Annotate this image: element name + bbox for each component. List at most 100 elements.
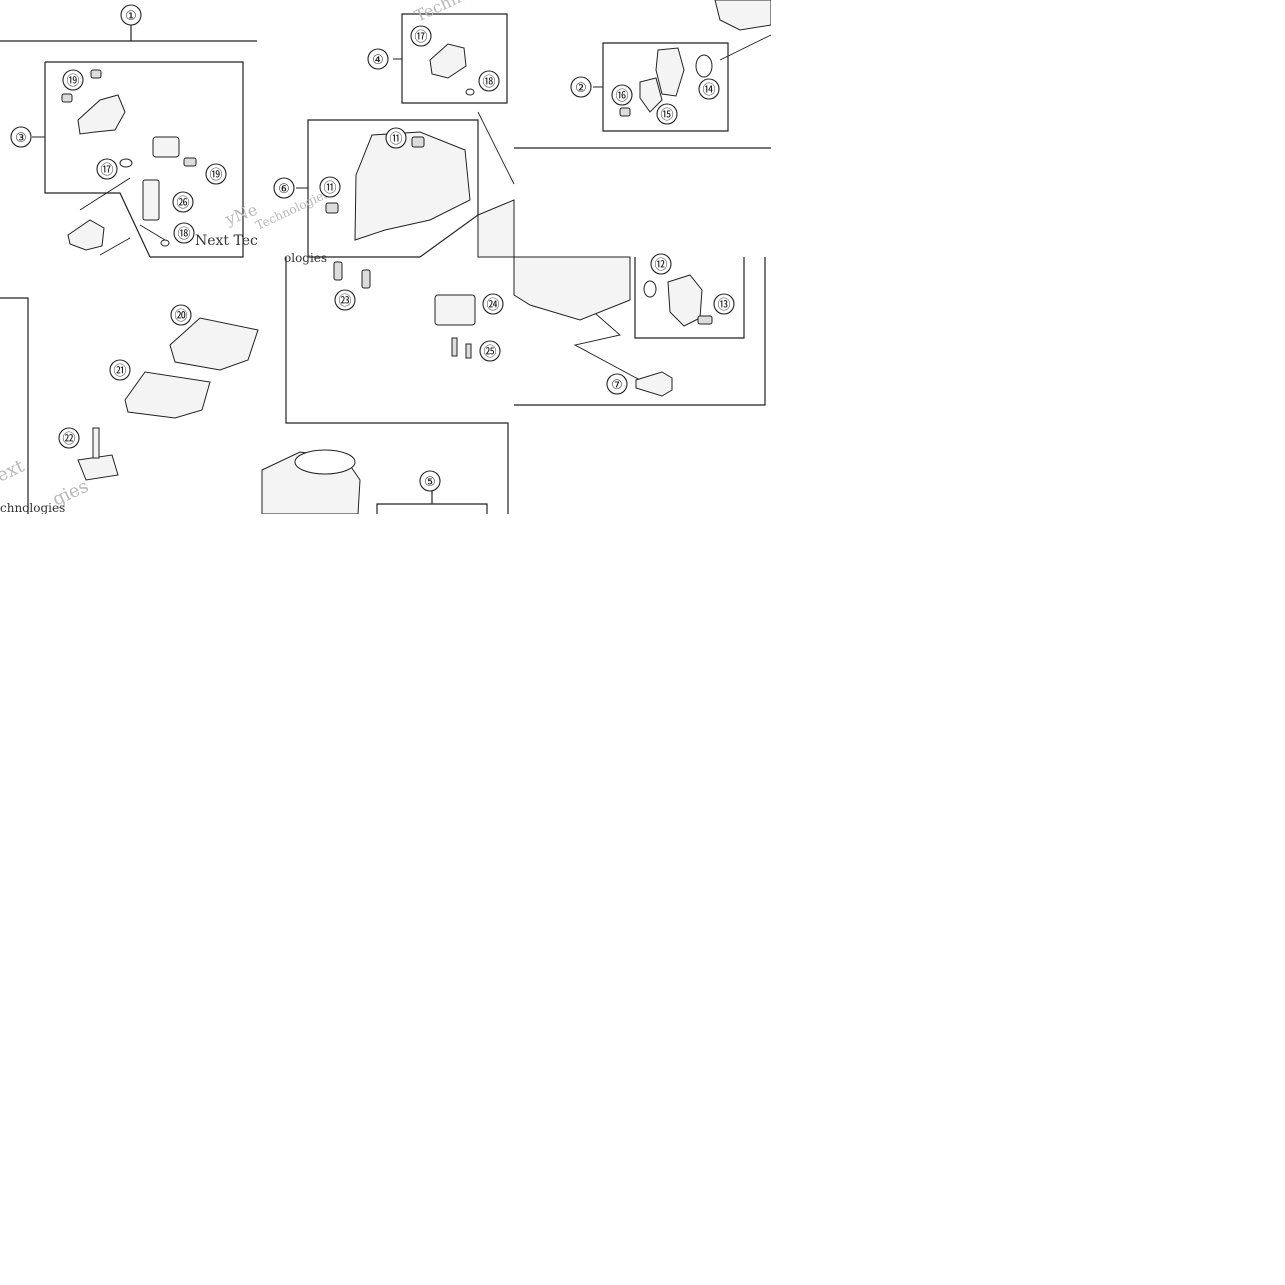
callout-circle (606, 373, 628, 395)
callout-11: ⑪ (319, 176, 341, 198)
callout-circle (334, 289, 356, 311)
callout-15: ⑮ (656, 103, 678, 125)
sensor-2-part (655, 47, 685, 97)
callout-22: ㉒ (58, 427, 80, 449)
callout-label: ⑥ (278, 182, 290, 197)
callout-23: ㉓ (334, 289, 356, 311)
callout-circle (10, 126, 32, 148)
callout-circle (172, 191, 194, 213)
callout-13: ⑬ (713, 293, 735, 315)
callout-label: ⑱ (177, 227, 190, 242)
callout-label: ㉕ (483, 345, 496, 360)
callout-label: ⑰ (100, 163, 113, 178)
callout-circle (170, 304, 192, 326)
callout-circle (570, 76, 592, 98)
callout-circle (173, 222, 195, 244)
callout-12: ⑫ (650, 253, 672, 275)
callout-circle (478, 70, 500, 92)
callout-19: ⑲ (62, 69, 84, 91)
callout-label: ㉓ (338, 294, 351, 309)
group-3-box (44, 61, 244, 258)
callout-circle (713, 293, 735, 315)
callout-label: ⑳ (174, 309, 187, 324)
left-frame (0, 297, 29, 514)
watermark-text: Next Tec (195, 233, 258, 249)
screw-23b-part (361, 269, 371, 289)
callout-circle (58, 427, 80, 449)
screw-13-part (697, 315, 713, 325)
callout-11: ⑪ (385, 127, 407, 149)
callout-label: ⑭ (702, 83, 715, 98)
callout-26: ㉖ (172, 191, 194, 213)
callout-4: ④ (367, 48, 389, 70)
o-ring-14-part (695, 54, 713, 78)
o-ring-17-part (119, 158, 133, 168)
callout-7: ⑦ (606, 373, 628, 395)
cover-6-part (354, 131, 471, 241)
callout-label: ⑪ (389, 132, 402, 147)
callout-label: ㉑ (113, 364, 126, 379)
callout-25: ㉕ (479, 340, 501, 362)
callout-circle (410, 25, 432, 47)
sensor-22-stem (92, 427, 100, 459)
sensor-24-part (434, 294, 476, 326)
screw-16-part (619, 107, 631, 117)
callout-14: ⑭ (698, 78, 720, 100)
watermark-text: yNe (222, 200, 260, 229)
screw-11b-part (325, 202, 339, 214)
callout-6: ⑥ (273, 177, 295, 199)
injector-right-part (429, 43, 467, 79)
callout-circle (367, 48, 389, 70)
callout-circle (650, 253, 672, 275)
callout-24: ㉔ (482, 293, 504, 315)
callout-label: ⑮ (660, 108, 673, 123)
watermark-text: ext (0, 455, 28, 486)
watermark-text: Techno (412, 0, 473, 26)
screw-25b-part (465, 343, 472, 359)
callout-circle (698, 78, 720, 100)
injector-left-part (67, 219, 105, 251)
lower-right-frame (514, 257, 766, 406)
callout-circle (96, 158, 118, 180)
callout-circle (479, 340, 501, 362)
callout-5: ⑤ (419, 470, 441, 492)
group-5-box (376, 490, 488, 514)
valve-7-part (635, 371, 673, 397)
callout-16: ⑯ (611, 84, 633, 106)
callout-circle (656, 103, 678, 125)
callout-label: ⑦ (611, 378, 623, 393)
screw-11a-part (411, 136, 425, 148)
group-6-box (307, 119, 479, 258)
callout-circle (385, 127, 407, 149)
callout-label: ⑯ (615, 89, 628, 104)
o-ring-18-part (160, 239, 170, 247)
group-4-box (401, 13, 508, 104)
callout-circle (62, 69, 84, 91)
corner-part (714, 0, 771, 31)
callout-20: ⑳ (170, 304, 192, 326)
callout-label: ⑪ (323, 181, 336, 196)
watermark-text: chnologies (0, 501, 65, 514)
throttle-body-lower-part (513, 256, 631, 321)
callout-circle (120, 4, 142, 26)
callout-19: ⑲ (205, 163, 227, 185)
sensor-12-part (667, 274, 703, 327)
callout-18: ⑱ (173, 222, 195, 244)
exploded-parts-diagram: Techno Next Tec yNe ologies ext gies chn… (0, 0, 771, 514)
o-ring-18b-part (465, 88, 475, 96)
watermark-text: ologies (284, 251, 327, 265)
ecu-20-part (169, 317, 259, 371)
throttle-body-part (477, 199, 515, 258)
middle-frame (285, 257, 509, 514)
sensor-pin-part (142, 179, 160, 221)
callout-label: ㉔ (486, 298, 499, 313)
screw-23a-part (333, 261, 343, 281)
group-12-box (634, 257, 745, 339)
sensor-part (152, 136, 180, 158)
callout-label: ③ (15, 131, 27, 146)
callout-label: ⑬ (717, 298, 730, 313)
callout-21: ㉑ (109, 359, 131, 381)
callout-17: ⑰ (96, 158, 118, 180)
callout-17: ⑰ (410, 25, 432, 47)
